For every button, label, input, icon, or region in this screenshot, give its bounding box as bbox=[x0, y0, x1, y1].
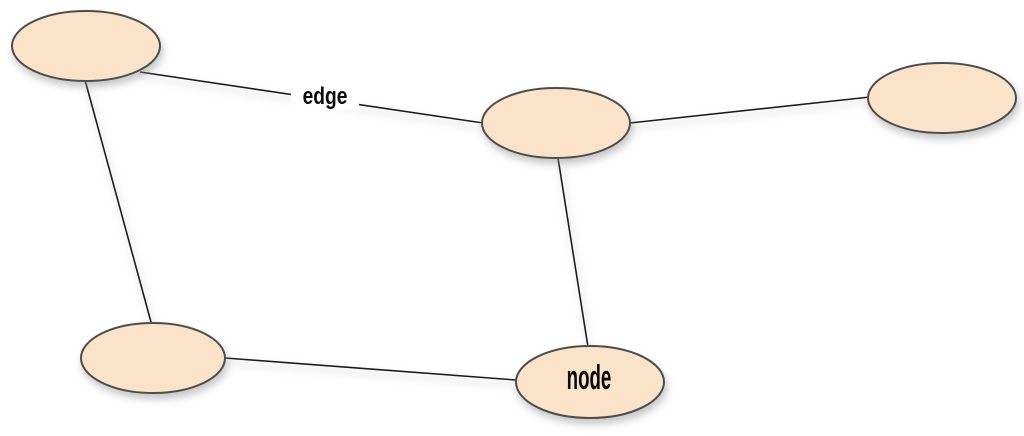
edge-label-text: edge bbox=[302, 83, 348, 110]
edge-label: edge bbox=[290, 83, 360, 110]
node-ellipse-top-left bbox=[11, 10, 161, 82]
edge-line-center-bottom-center bbox=[557, 157, 589, 348]
edge-line-center-right bbox=[629, 96, 871, 124]
node-ellipse-right bbox=[867, 62, 1017, 134]
node-label-text: node bbox=[566, 359, 612, 397]
node-ellipse-center bbox=[481, 87, 631, 159]
node-label: node bbox=[548, 361, 629, 395]
edge-line-top-left-bottom-left bbox=[84, 79, 152, 323]
edge-line-bottom-left-bottom-center bbox=[224, 357, 517, 381]
node-ellipse-bottom-left bbox=[80, 322, 226, 394]
node-ellipse-bottom-center bbox=[515, 345, 665, 419]
